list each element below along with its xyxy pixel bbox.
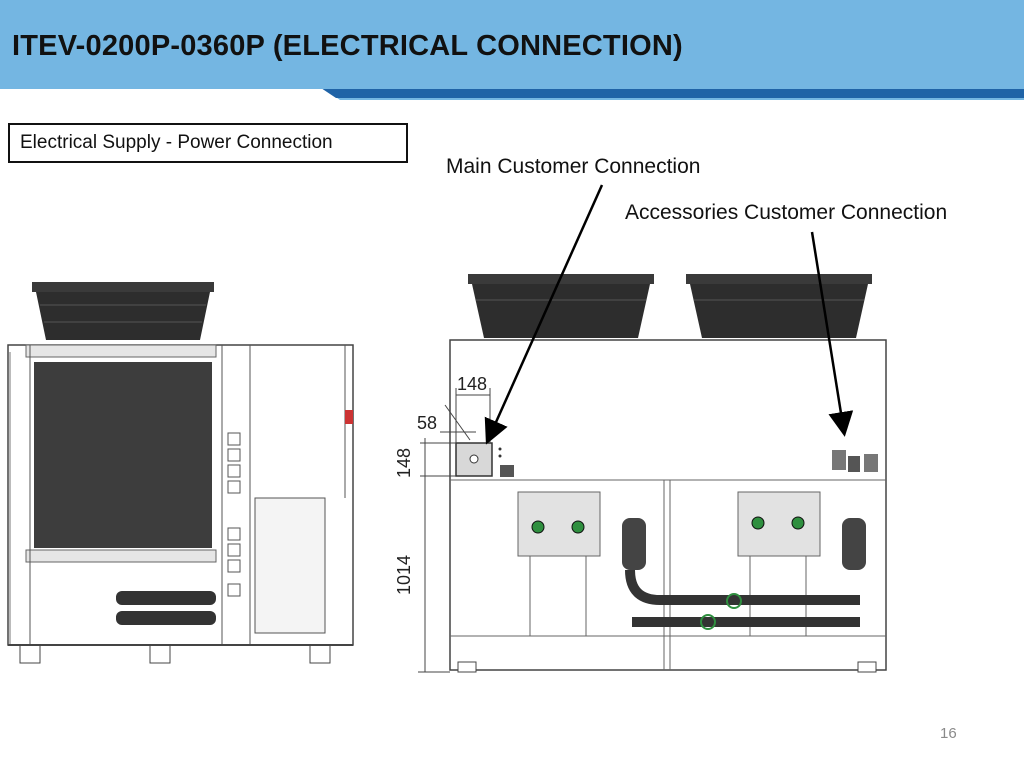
terminal-box-icon (832, 450, 878, 472)
accessories-connection-label: Accessories Customer Connection (625, 201, 948, 224)
fan-icon (32, 282, 214, 340)
front-view (418, 274, 887, 673)
dimension-lines (418, 388, 491, 673)
dimension-148-height: 148 (394, 448, 414, 478)
slide-header (0, 0, 1024, 86)
fan-icon (686, 274, 872, 338)
section-label-box: Electrical Supply - Power Connection (8, 123, 408, 163)
page-number: 16 (940, 725, 957, 742)
terminal-box-icon (455, 442, 514, 477)
fan-icon (468, 274, 654, 338)
arrow-icon (484, 184, 604, 445)
dimension-1014: 1014 (394, 555, 414, 595)
arrow-icon (810, 231, 854, 437)
dimension-148-width: 148 (457, 374, 487, 394)
side-view (7, 282, 354, 664)
coil-panel (34, 362, 212, 548)
header-accent-band (0, 86, 1024, 114)
page-title: ITEV-0200P-0360P (ELECTRICAL CONNECTION) (12, 30, 683, 62)
dimension-58: 58 (417, 413, 437, 433)
section-label: Electrical Supply - Power Connection (20, 132, 333, 153)
main-connection-label: Main Customer Connection (446, 155, 701, 178)
